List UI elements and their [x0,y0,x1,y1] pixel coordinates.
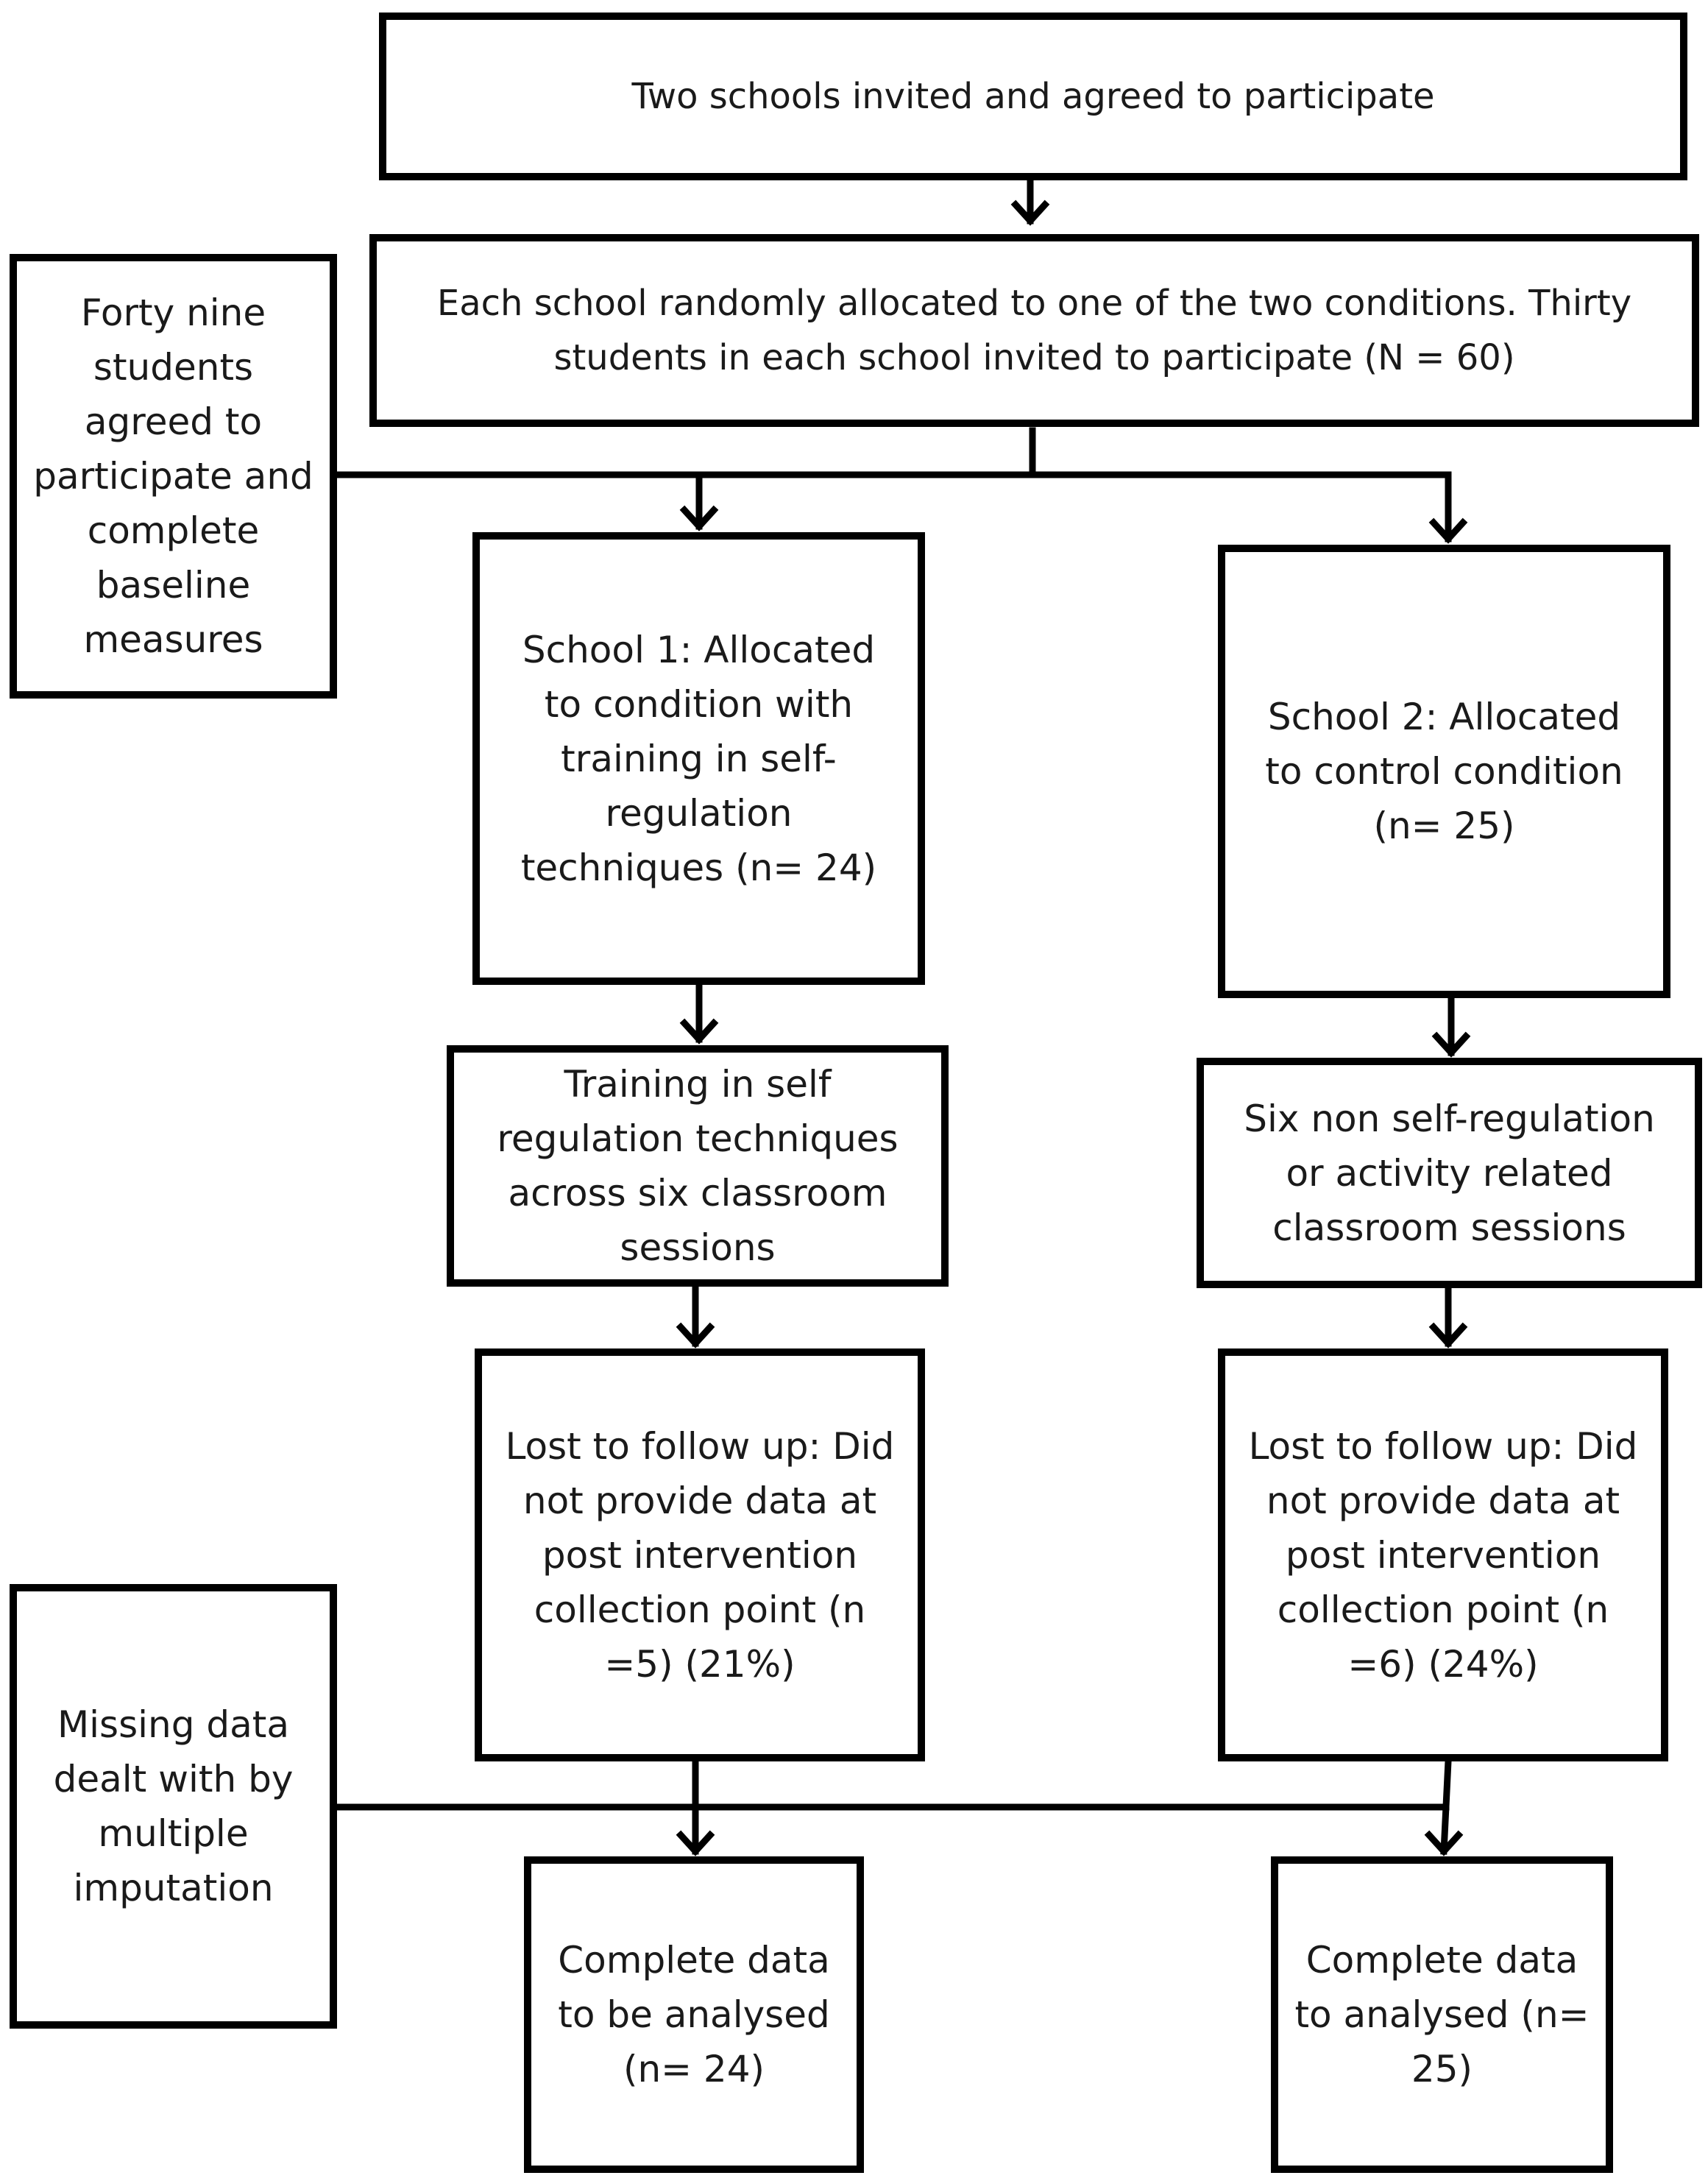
imputation-box: Missing data dealt with by multiple impu… [10,1584,337,2029]
lost-followup-text-2: Lost to follow up: Did not provide data … [1248,1424,1638,1686]
training-text: Training in self regulation techniques a… [497,1063,899,1269]
complete-data-text-2: Complete data to analysed (n= 25) [1294,1939,1590,2090]
training-box: Training in self regulation techniques a… [447,1045,949,1287]
control-sessions-text: Six non self-regulation or activity rela… [1244,1097,1655,1249]
school1-box: School 1: Allocated to condition with tr… [472,532,925,985]
arrowhead [676,1830,715,1856]
lost-followup-box-1: Lost to follow up: Did not provide data … [475,1348,925,1761]
baseline-text: Forty nine students agreed to participat… [33,291,313,661]
lost-followup-box-2: Lost to follow up: Did not provide data … [1218,1348,1668,1761]
arrowhead [1428,1322,1468,1348]
arrowhead [1431,1031,1471,1058]
arrowhead [1010,199,1050,226]
arrowhead [676,1322,715,1348]
imputation-text: Missing data dealt with by multiple impu… [53,1703,294,1909]
arrowhead [679,505,719,531]
arrowhead [1428,517,1468,544]
baseline-box: Forty nine students agreed to participat… [10,254,337,699]
allocation-text: Each school randomly allocated to one of… [436,283,1632,378]
arrowhead [679,1018,719,1044]
control-sessions-box: Six non self-regulation or activity rela… [1197,1058,1702,1288]
complete-data-box-2: Complete data to analysed (n= 25) [1271,1856,1613,2173]
complete-data-text-1: Complete data to be analysed (n= 24) [558,1939,830,2090]
lost-followup-text-1: Lost to follow up: Did not provide data … [505,1424,895,1686]
complete-data-box-1: Complete data to be analysed (n= 24) [524,1856,864,2173]
school2-box: School 2: Allocated to control condition… [1218,545,1670,998]
invited-box: Two schools invited and agreed to partic… [379,13,1687,180]
invited-text: Two schools invited and agreed to partic… [631,76,1435,117]
school2-text: School 2: Allocated to control condition… [1265,696,1623,847]
school1-text: School 1: Allocated to condition with tr… [520,628,877,889]
allocation-box: Each school randomly allocated to one of… [369,234,1699,427]
arrowhead [1424,1830,1464,1856]
